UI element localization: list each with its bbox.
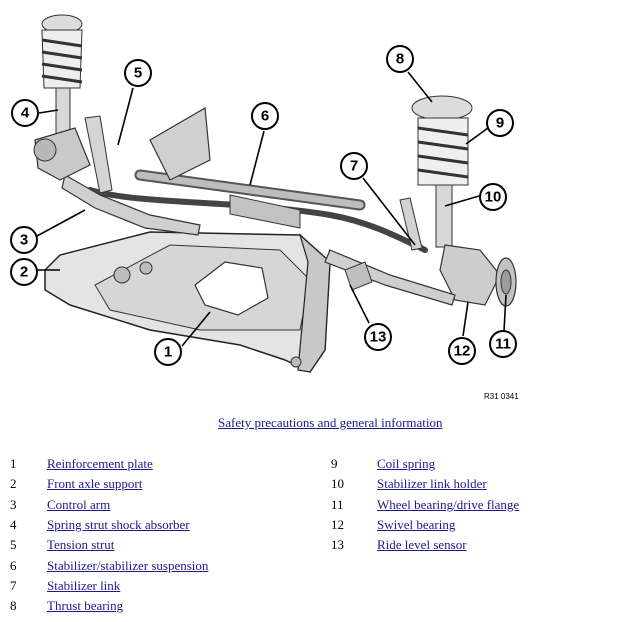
legend-row: 8 Thrust bearing <box>10 596 208 616</box>
sensor-drawing <box>344 261 373 291</box>
legend-link-stabilizer-link-holder[interactable]: Stabilizer link holder <box>377 476 487 492</box>
legend-number: 11 <box>331 496 344 512</box>
legend-link-stabilizer-link[interactable]: Stabilizer link <box>47 577 121 593</box>
legend-row: 5 Tension strut <box>10 535 208 555</box>
control-arm-right-drawing <box>324 249 456 306</box>
callout-6: 6 <box>251 102 279 130</box>
legend-link-spring-strut-shock-absorber[interactable]: Spring strut shock absorber <box>47 517 190 533</box>
svg-text:10: 10 <box>485 189 502 206</box>
svg-text:1: 1 <box>164 344 172 361</box>
callout-3: 3 <box>10 226 38 254</box>
legend-row: 9 Coil spring <box>331 454 519 474</box>
legend-row: 6 Stabilizer/stabilizer suspension <box>10 555 208 575</box>
legend-row: 13 Ride level sensor <box>331 535 519 555</box>
legend-number: 7 <box>10 577 17 593</box>
legend-link-thrust-bearing[interactable]: Thrust bearing <box>47 598 124 614</box>
legend-row: 11 Wheel bearing/drive flange <box>331 495 519 515</box>
callout-12: 12 <box>448 337 476 365</box>
svg-text:2: 2 <box>20 264 28 281</box>
legend-link-front-axle-support[interactable]: Front axle support <box>47 476 143 492</box>
leader-lines <box>36 71 507 347</box>
stabilizer-link-drawing <box>399 197 423 251</box>
reinforcement-plate-drawing <box>44 231 331 373</box>
safety-precautions-link[interactable]: Safety precautions and general informati… <box>218 415 443 430</box>
legend-row: 3 Control arm <box>10 495 208 515</box>
callout-10: 10 <box>479 183 507 211</box>
legend-number: 6 <box>10 557 17 573</box>
legend-number: 5 <box>10 537 17 553</box>
legend-number: 3 <box>10 496 17 512</box>
callout-1: 1 <box>154 338 182 366</box>
callout-9: 9 <box>486 109 514 137</box>
callout-13: 13 <box>364 323 392 351</box>
legend-number: 12 <box>331 517 344 533</box>
callout-4: 4 <box>11 99 39 127</box>
legend-number: 1 <box>10 456 17 472</box>
legend-link-coil-spring[interactable]: Coil spring <box>377 456 436 472</box>
legend-link-swivel-bearing[interactable]: Swivel bearing <box>377 517 456 533</box>
control-arm-left-drawing <box>61 174 201 236</box>
svg-text:6: 6 <box>261 108 269 125</box>
legend-link-stabilizer-suspension[interactable]: Stabilizer/stabilizer suspension <box>47 557 209 573</box>
legend-link-wheel-bearing-drive-flange[interactable]: Wheel bearing/drive flange <box>377 496 520 512</box>
legend-right-column: 9 Coil spring 10 Stabilizer link holder 11… <box>331 454 519 555</box>
legend-row: 2 Front axle support <box>10 474 208 494</box>
svg-text:3: 3 <box>20 232 28 249</box>
callout-5: 5 <box>124 59 152 87</box>
legend-link-reinforcement-plate[interactable]: Reinforcement plate <box>47 456 153 472</box>
svg-text:5: 5 <box>134 65 142 82</box>
svg-text:8: 8 <box>396 51 404 68</box>
legend-link-ride-level-sensor[interactable]: Ride level sensor <box>377 537 467 553</box>
legend-row: 1 Reinforcement plate <box>10 454 208 474</box>
svg-text:12: 12 <box>454 343 471 360</box>
svg-text:7: 7 <box>350 158 358 175</box>
front-axle-diagram: 1 2 3 4 5 6 7 8 9 10 11 12 13 <box>10 14 517 373</box>
callout-8: 8 <box>386 45 414 73</box>
figure-code: R31 0341 <box>484 392 519 401</box>
callout-2: 2 <box>10 258 38 286</box>
svg-text:4: 4 <box>21 105 30 122</box>
legend-row: 4 Spring strut shock absorber <box>10 515 208 535</box>
tension-strut-drawing <box>84 115 113 194</box>
legend-number: 2 <box>10 476 17 492</box>
legend-number: 8 <box>10 598 17 614</box>
legend-number: 10 <box>331 476 344 492</box>
legend-number: 13 <box>331 537 344 553</box>
legend-number: 4 <box>10 517 17 533</box>
legend-link-tension-strut[interactable]: Tension strut <box>47 537 115 553</box>
legend-left-column: 1 Reinforcement plate 2 Front axle support… <box>10 454 208 616</box>
stabilizer-drawing <box>87 107 428 253</box>
strut-left-drawing <box>33 14 91 181</box>
legend-number: 9 <box>331 456 338 472</box>
svg-text:13: 13 <box>370 329 387 346</box>
svg-text:11: 11 <box>495 336 511 353</box>
legend-link-control-arm[interactable]: Control arm <box>47 496 111 512</box>
callout-11: 11 <box>489 330 517 358</box>
legend-row: 12 Swivel bearing <box>331 515 519 535</box>
legend-row: 10 Stabilizer link holder <box>331 474 519 494</box>
callout-7: 7 <box>340 152 368 180</box>
legend-row: 7 Stabilizer link <box>10 576 208 596</box>
svg-text:9: 9 <box>496 115 504 132</box>
